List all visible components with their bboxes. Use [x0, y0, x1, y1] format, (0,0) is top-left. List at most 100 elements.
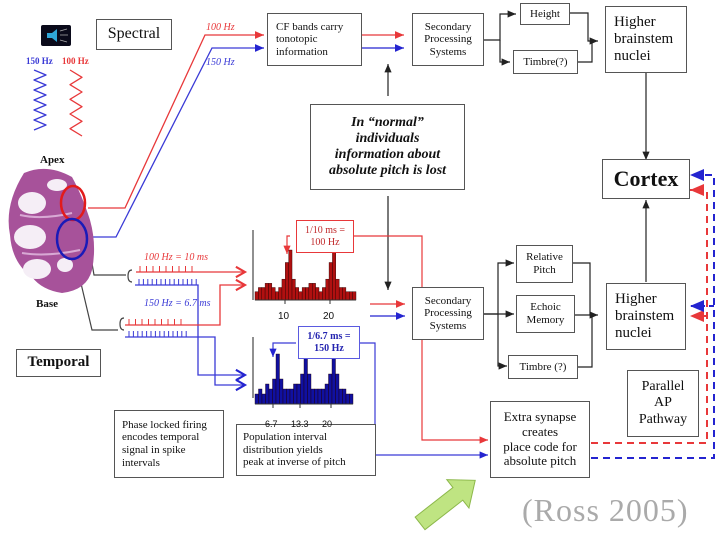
- histogram-bar: [258, 388, 263, 405]
- histogram-bar: [281, 278, 286, 301]
- histogram-bar: [254, 393, 259, 405]
- histogram-bar: [261, 393, 266, 405]
- histogram-bar: [303, 353, 308, 405]
- histogram-bar: [332, 249, 336, 301]
- histogram-bar: [310, 388, 315, 405]
- speaker-icon: [41, 25, 71, 46]
- waveforms: [33, 69, 83, 137]
- histogram-bar: [261, 287, 266, 301]
- histogram-bar: [312, 283, 316, 301]
- cf-bands-box: CF bands carry tonotopic information: [267, 13, 362, 66]
- green-arrow-icon: [414, 479, 476, 531]
- route-150-spectral: [92, 47, 260, 238]
- citation: (Ross 2005): [522, 492, 689, 528]
- extra-synapse-box: Extra synapse creates place code for abs…: [490, 401, 590, 478]
- histogram-bar: [325, 278, 330, 301]
- histogram-bar: [321, 388, 326, 405]
- normal-individuals-box: In “normal” individuals information abou…: [310, 104, 465, 190]
- red-callout: 1/10 ms = 100 Hz: [296, 220, 354, 253]
- spike-label-100: 100 Hz = 10 ms: [144, 252, 208, 263]
- histogram-bar: [285, 262, 289, 301]
- phase-locked-box: Phase locked firing encodes temporal sig…: [114, 410, 224, 478]
- histogram-bar: [345, 291, 350, 301]
- cochlea-image: [8, 168, 95, 293]
- histogram-bar: [295, 287, 299, 301]
- histogram-bar: [282, 388, 287, 405]
- histogram-bar: [265, 383, 270, 405]
- histogram-bar: [315, 287, 320, 301]
- histogram-bar: [322, 287, 326, 301]
- timbre-mid-box: Timbre (?): [508, 355, 578, 379]
- base-label: Base: [36, 298, 58, 310]
- histogram-bar: [301, 287, 306, 301]
- route-label-100: 100 Hz: [206, 22, 235, 33]
- higher-brainstem-mid: Higher brainstem nuclei: [606, 283, 686, 350]
- histogram-bar: [271, 287, 276, 301]
- histogram-bar: [305, 287, 310, 301]
- histogram-bar: [335, 278, 340, 301]
- timbre-top-box: Timbre(?): [513, 50, 578, 74]
- histogram-bar: [342, 388, 347, 405]
- histogram-bar: [264, 283, 269, 301]
- histogram-bar: [331, 353, 336, 405]
- histogram-bar: [317, 388, 322, 405]
- apex-label: Apex: [40, 154, 65, 166]
- histogram-bar: [324, 383, 329, 405]
- histogram-bar: [268, 283, 273, 301]
- histogram-bar: [345, 393, 350, 405]
- route-100-spectral: [88, 34, 260, 209]
- blue-hist-tick-20: 20: [322, 419, 333, 429]
- histogram-bar: [298, 291, 303, 301]
- histogram-bar: [268, 388, 273, 405]
- histogram-bar: [289, 388, 294, 405]
- blue-hist-tick-6-7: 6.7: [265, 419, 278, 429]
- histogram-bar: [300, 373, 305, 405]
- population-interval-box: Population interval distribution yields …: [236, 424, 376, 476]
- histogram-bar: [335, 373, 340, 405]
- spike-label-150: 150 Hz = 6.7 ms: [144, 298, 211, 309]
- blue-callout: 1/6.7 ms = 150 Hz: [298, 326, 360, 359]
- wave-150hz: [33, 69, 47, 131]
- secondary-processing-mid: Secondary Processing Systems: [412, 287, 484, 340]
- histogram-bar: [288, 249, 293, 301]
- wave-100hz: [69, 69, 83, 137]
- histogram-bar: [307, 373, 312, 405]
- histogram-bar: [349, 393, 354, 405]
- histogram-bar: [328, 373, 333, 405]
- histogram-bar: [342, 287, 347, 301]
- histogram-bar: [286, 388, 291, 405]
- histogram-bar: [275, 291, 279, 301]
- histogram-bar: [328, 262, 333, 301]
- histogram-red: [254, 249, 357, 304]
- histogram-bar: [352, 291, 357, 301]
- relative-pitch-box: Relative Pitch: [516, 245, 573, 283]
- histogram-bar: [254, 291, 259, 301]
- histogram-bar: [293, 383, 298, 405]
- parallel-ap-box: Parallel AP Pathway: [627, 370, 699, 437]
- route-label-150: 150 Hz: [206, 57, 235, 68]
- histogram-bar: [279, 378, 284, 405]
- red-hist-tick-20: 20: [323, 311, 335, 322]
- higher-brainstem-top: Higher brainstem nuclei: [605, 6, 687, 73]
- histogram-bar: [296, 383, 301, 405]
- secondary-processing-top: Secondary Processing Systems: [412, 13, 484, 66]
- histogram-bar: [318, 291, 323, 301]
- wave-label-150: 150 Hz: [26, 56, 53, 66]
- histogram-bar: [272, 378, 277, 405]
- histogram-blue: [254, 353, 354, 408]
- histogram-bar: [349, 291, 353, 301]
- histogram-bar: [291, 278, 296, 301]
- cortex-box: Cortex: [602, 159, 690, 199]
- wave-label-100: 100 Hz: [62, 56, 89, 66]
- red-hist-tick-10: 10: [278, 311, 290, 322]
- temporal-label: Temporal: [16, 349, 101, 377]
- spectral-label: Spectral: [96, 19, 172, 50]
- histogram-bar: [338, 388, 343, 405]
- height-box: Height: [520, 3, 570, 25]
- echoic-memory-box: Echoic Memory: [516, 295, 575, 333]
- histogram-bar: [258, 287, 262, 301]
- histogram-bar: [314, 388, 319, 405]
- histogram-bar: [278, 287, 283, 301]
- histogram-bar: [338, 287, 343, 301]
